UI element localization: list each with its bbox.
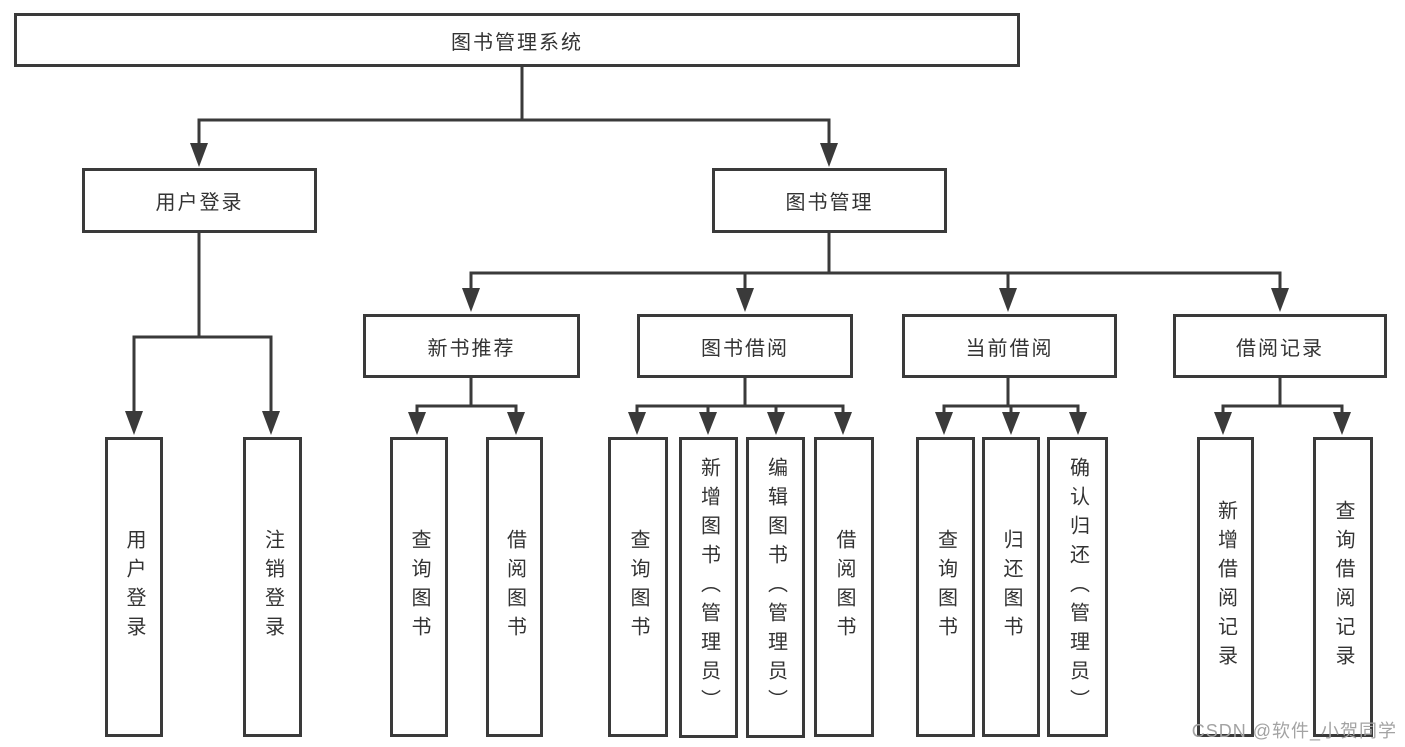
node-leaf-nb-query-books-label: 查询图书 xyxy=(408,529,430,645)
node-leaf-br-query-record: 查询借阅记录 xyxy=(1313,437,1373,737)
node-new-book-recommend: 新书推荐 xyxy=(363,314,580,378)
node-leaf-br-add-record-label: 新增借阅记录 xyxy=(1214,500,1237,674)
node-leaf-logout: 注销登录 xyxy=(243,437,302,737)
node-leaf-logout-label: 注销登录 xyxy=(261,529,284,645)
node-book-borrow-label: 图书借阅 xyxy=(701,337,789,360)
node-leaf-bb-edit-books-admin-label: 编辑图书（管理员） xyxy=(764,457,787,718)
node-current-borrow: 当前借阅 xyxy=(902,314,1117,378)
node-current-borrow-label: 当前借阅 xyxy=(965,337,1054,360)
node-book-management-branch: 图书管理 xyxy=(712,168,947,233)
node-user-login-branch: 用户登录 xyxy=(82,168,317,233)
node-leaf-cb-return-books: 归还图书 xyxy=(982,437,1040,737)
node-leaf-bb-add-books-admin: 新增图书（管理员） xyxy=(679,437,738,738)
node-leaf-user-login: 用户登录 xyxy=(105,437,163,737)
node-leaf-nb-borrow-books: 借阅图书 xyxy=(486,437,543,737)
node-leaf-cb-confirm-return-admin-label: 确认归还（管理员） xyxy=(1066,456,1089,718)
node-leaf-bb-add-books-admin-label: 新增图书（管理员） xyxy=(697,457,720,718)
node-leaf-bb-query-books-label: 查询图书 xyxy=(627,529,649,645)
csdn-watermark: CSDN @软件_小贺同学 xyxy=(1191,721,1397,741)
node-leaf-br-query-record-label: 查询借阅记录 xyxy=(1332,500,1354,674)
node-leaf-nb-borrow-books-label: 借阅图书 xyxy=(503,529,526,645)
node-leaf-bb-borrow-books: 借阅图书 xyxy=(814,437,874,737)
node-leaf-nb-query-books: 查询图书 xyxy=(390,437,448,737)
node-book-borrow: 图书借阅 xyxy=(637,314,853,378)
node-new-book-recommend-label: 新书推荐 xyxy=(427,337,516,360)
node-leaf-cb-return-books-label: 归还图书 xyxy=(1000,529,1022,645)
node-leaf-cb-query-books-label: 查询图书 xyxy=(934,529,957,645)
node-leaf-user-login-label: 用户登录 xyxy=(123,529,145,645)
node-leaf-bb-edit-books-admin: 编辑图书（管理员） xyxy=(746,437,805,738)
node-leaf-br-add-record: 新增借阅记录 xyxy=(1197,437,1254,737)
node-borrow-records-label: 借阅记录 xyxy=(1236,337,1324,360)
node-root-system-label: 图书管理系统 xyxy=(451,31,583,54)
node-borrow-records: 借阅记录 xyxy=(1173,314,1387,378)
node-book-management-branch-label: 图书管理 xyxy=(785,192,874,214)
node-leaf-bb-borrow-books-label: 借阅图书 xyxy=(833,529,855,645)
node-user-login-branch-label: 用户登录 xyxy=(155,192,244,214)
node-leaf-cb-query-books: 查询图书 xyxy=(916,437,975,737)
node-leaf-bb-query-books: 查询图书 xyxy=(608,437,668,737)
node-root-system: 图书管理系统 xyxy=(14,13,1020,67)
node-leaf-cb-confirm-return-admin: 确认归还（管理员） xyxy=(1047,437,1108,737)
